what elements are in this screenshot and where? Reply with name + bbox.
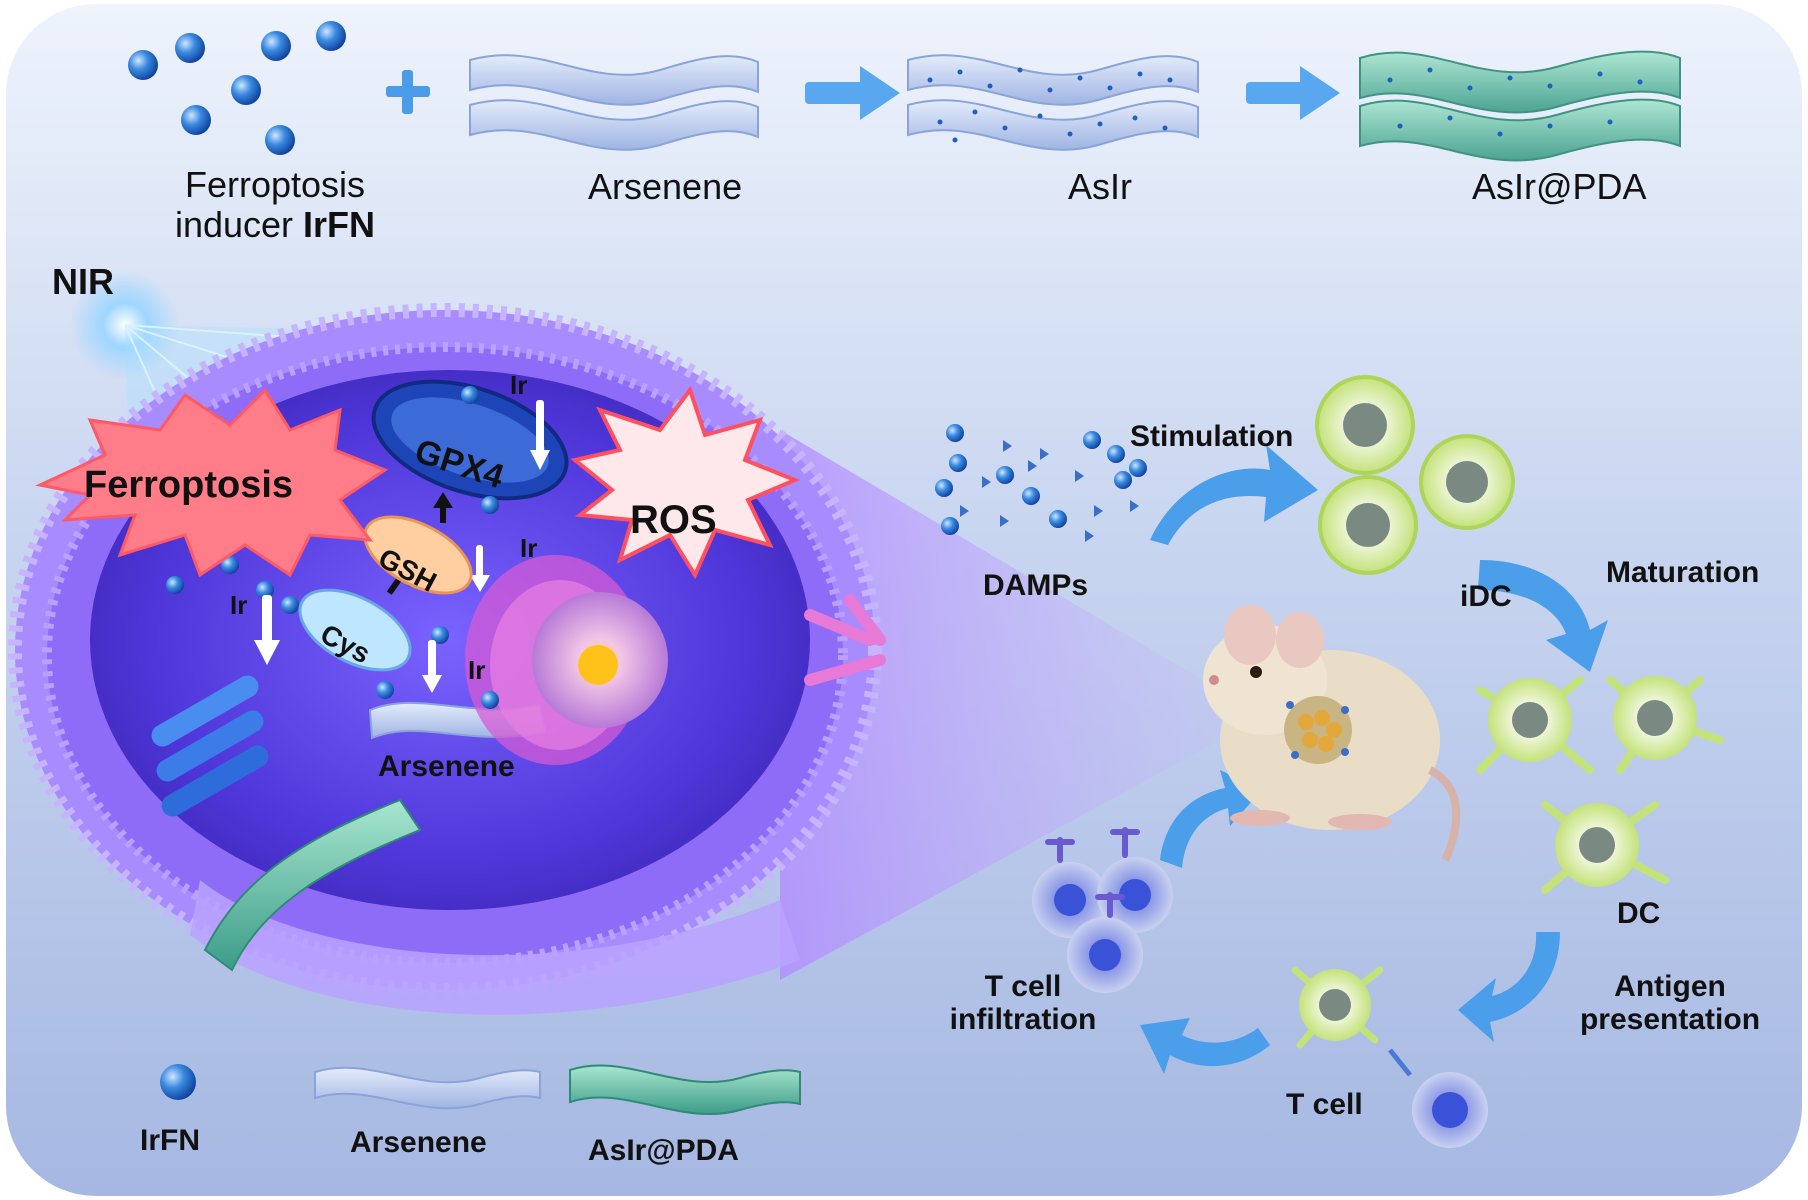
ir-label-4: Ir: [468, 655, 486, 685]
maturation-label: Maturation: [1606, 556, 1760, 589]
cys-molecule: [298, 588, 412, 672]
t-cell-label: T cell: [1286, 1088, 1363, 1121]
gsh-molecule: [363, 515, 473, 595]
white-arrows-cell: [254, 400, 550, 693]
asir-sheets: [907, 54, 1199, 151]
irfn-caption: Ferroptosis inducer IrFN: [160, 165, 390, 244]
ferroptosis-burst: [35, 387, 389, 578]
mitochondrion: [371, 379, 569, 501]
tcell-to-mouse-arrow: [1160, 770, 1262, 868]
asir-pda-label: AsIr@PDA: [1472, 166, 1647, 207]
legend-arsenene-label: Arsenene: [350, 1126, 487, 1159]
dc-label: DC: [1617, 897, 1661, 930]
ir-label-3: Ir: [230, 590, 248, 620]
irfn-caption-prefix: inducer: [174, 203, 304, 245]
legend-asir-pda-label: AsIr@PDA: [588, 1134, 739, 1167]
legend-asir-pda-icon: [569, 1064, 801, 1115]
asir-pda-sheets: [1359, 50, 1681, 162]
receptor: [804, 594, 886, 686]
ros-label: ROS: [630, 498, 717, 542]
antigen-presentation-arrow: [1458, 932, 1560, 1042]
infiltration-arrow: [1140, 1018, 1270, 1074]
infiltration-line1: T cell: [984, 970, 1062, 1003]
legend-irfn-icon: [160, 1064, 196, 1100]
nucleus: [532, 592, 668, 728]
ir-label-2: Ir: [520, 533, 538, 563]
zoom-cone: [780, 430, 1220, 980]
legend-arsenene-icon: [314, 1066, 541, 1110]
irfn-caption-bold: IrFN: [303, 203, 376, 245]
idc-cells: [1315, 375, 1515, 575]
ferroptosis-label: Ferroptosis: [84, 464, 294, 506]
plus-sign: [386, 70, 430, 114]
irfn-caption-line2: inducer IrFN: [160, 203, 390, 245]
antigen-line1: Antigen: [1614, 970, 1726, 1003]
arsenene-label-cell: Arsenene: [378, 750, 515, 783]
ir-label-1: Ir: [510, 370, 528, 400]
maturation-arrow: [1478, 560, 1608, 672]
arrow-right-2: [1246, 66, 1340, 120]
mouse-illustration: [1203, 605, 1461, 862]
t-cell-cluster: [1032, 827, 1173, 993]
antigen-line2: presentation: [1579, 1003, 1761, 1036]
irfn-caption-line1: Ferroptosis: [184, 164, 366, 205]
arsenene-sheets-top: [469, 54, 759, 151]
nir-label: NIR: [52, 261, 114, 302]
dc-tcell-pair: [1291, 966, 1488, 1148]
irfn-particles: [128, 21, 346, 155]
stimulation-label: Stimulation: [1130, 420, 1294, 453]
legend-irfn-label: IrFN: [140, 1124, 200, 1157]
arrow-right-1: [805, 66, 900, 120]
idc-label: iDC: [1460, 580, 1512, 613]
ros-burst: [570, 385, 801, 580]
asir-pda-sheet-cell: [203, 798, 422, 972]
damps-label: DAMPs: [983, 569, 1089, 602]
damps-particles: [935, 424, 1147, 542]
antigen-presentation-label: Antigen presentation: [1570, 970, 1770, 1036]
mature-dc-cells: [1476, 676, 1724, 894]
infiltration-line2: infiltration: [949, 1003, 1097, 1036]
ion-channel: [151, 675, 269, 817]
stimulation-arrow: [1150, 445, 1318, 545]
asir-label: AsIr: [1068, 166, 1133, 207]
t-cell-infiltration-label: T cell infiltration: [940, 970, 1106, 1036]
arsenene-label-top: Arsenene: [588, 166, 743, 207]
